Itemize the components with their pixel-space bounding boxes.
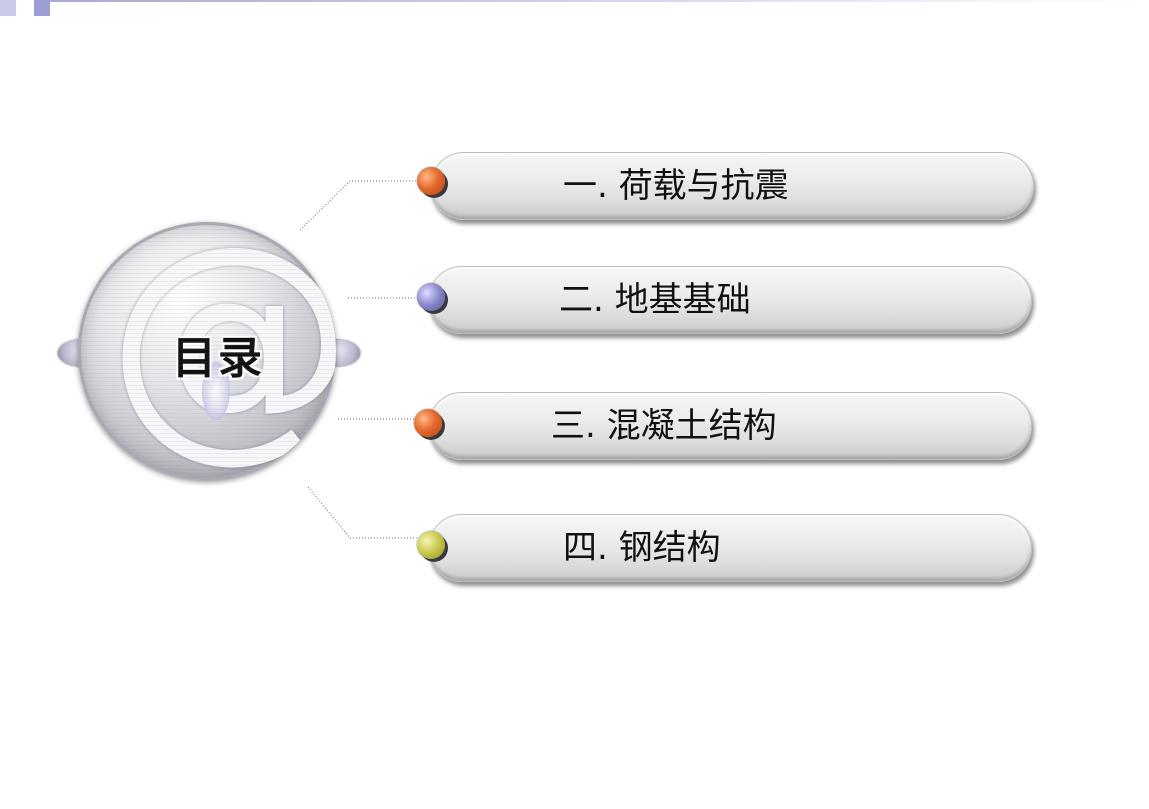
toc-item-label: 三. 混凝土结构: [551, 406, 777, 446]
toc-emblem: @ 目录: [58, 222, 360, 482]
toc-item-3[interactable]: 三. 混凝土结构: [428, 392, 1032, 460]
toc-item-label: 二. 地基基础: [559, 280, 751, 320]
toc-item-label: 一. 荷载与抗震: [563, 166, 789, 206]
connector-line-4: [307, 486, 422, 539]
toc-item-label: 四. 钢结构: [563, 528, 721, 568]
emblem-disc: @ 目录: [78, 222, 336, 480]
toc-title: 目录: [172, 333, 264, 384]
bullet-dot-icon: [414, 409, 442, 437]
toc-item-4[interactable]: 四. 钢结构: [428, 514, 1032, 582]
bullet-dot-icon: [417, 531, 445, 559]
at-sign-icon: @: [106, 222, 336, 480]
corner-accent-square-dark: [34, 0, 50, 16]
bullet-dot-icon: [417, 283, 445, 311]
bullet-dot-icon: [417, 167, 445, 195]
toc-item-2[interactable]: 二. 地基基础: [428, 266, 1032, 334]
emblem-highlight: [202, 362, 230, 420]
header-rule: [50, 0, 1149, 2]
corner-accent-square-light: [0, 0, 16, 16]
toc-item-1[interactable]: 一. 荷载与抗震: [430, 152, 1034, 220]
